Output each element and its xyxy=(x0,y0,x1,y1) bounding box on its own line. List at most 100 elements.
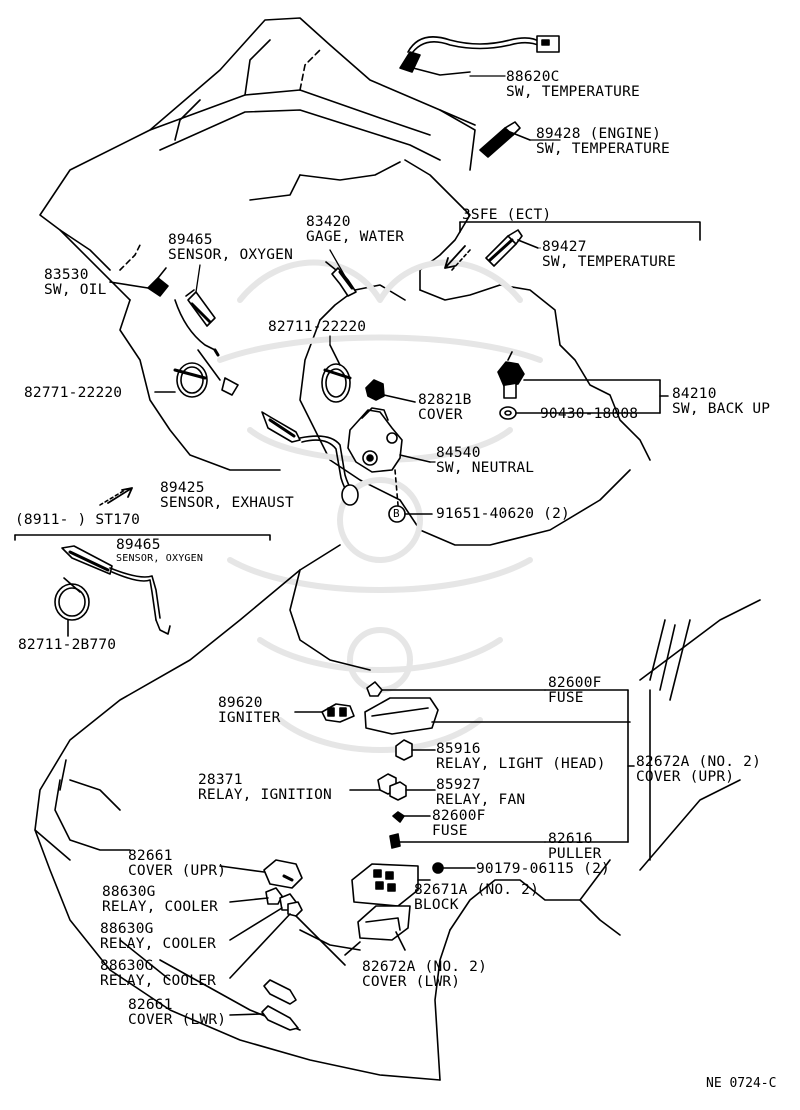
label-90179: 90179-06115 (2) xyxy=(476,862,610,877)
exhaust-sensor-89425-icon xyxy=(261,411,359,506)
bolt-91651-icon xyxy=(388,505,433,523)
label-89465-lower: 89465 SENSOR, OXYGEN xyxy=(116,537,203,565)
label-82711-22220: 82711-22220 xyxy=(268,320,366,335)
part-name: SW, TEMPERATURE xyxy=(506,84,640,100)
part-number: 82600F xyxy=(432,808,486,824)
part-number: 82672A (NO. 2) xyxy=(636,754,762,770)
watermark-ornament xyxy=(217,259,543,753)
part-name: SW, TEMPERATURE xyxy=(542,254,676,270)
temperature-switch-89428-icon xyxy=(479,121,531,158)
label-82671a: 82671A (NO. 2) BLOCK xyxy=(414,883,539,913)
label-82821b: 82821B COVER xyxy=(418,393,472,423)
label-85927: 85927 RELAY, FAN xyxy=(436,778,525,808)
part-number: 82672A (NO. 2) xyxy=(362,959,488,975)
oxygen-sensor-89465-upper-icon xyxy=(174,289,220,357)
part-name: IGNITER xyxy=(218,710,281,726)
igniter-89620-icon xyxy=(294,703,355,723)
label-83530: 83530 SW, OIL xyxy=(44,268,107,298)
part-name: SW, TEMPERATURE xyxy=(536,141,670,157)
part-number: 82600F xyxy=(548,675,602,691)
label-82600f-upper: 82600F FUSE xyxy=(548,676,602,706)
part-number: 88620C xyxy=(506,69,560,85)
label-88630g-b: 88630G RELAY, COOLER xyxy=(100,922,216,952)
label-82771-22220: 82771-22220 xyxy=(24,386,122,401)
part-number: 82661 xyxy=(128,997,173,1013)
part-name: FUSE xyxy=(432,823,468,839)
cover-82821b-icon xyxy=(365,379,416,403)
relay-88630g-icons xyxy=(229,887,346,979)
relay-85927-icon xyxy=(389,781,436,801)
part-number: 28371 xyxy=(198,772,243,788)
part-number: 89465 xyxy=(116,537,161,553)
part-number: 88630G xyxy=(100,921,154,937)
label-82672a-lwr: 82672A (NO. 2) COVER (LWR) xyxy=(362,960,487,990)
part-name: GAGE, WATER xyxy=(306,229,405,245)
label-91651: 91651-40620 (2) xyxy=(436,507,570,522)
clamp-82771-icon xyxy=(154,349,239,398)
group-bracket-st170 xyxy=(14,487,271,541)
part-number: 84210 xyxy=(672,386,717,402)
label-88630g-a: 88630G RELAY, COOLER xyxy=(102,885,218,915)
part-name: SW, OIL xyxy=(44,282,107,298)
nut-90179-icon xyxy=(432,862,476,874)
part-name: COVER (LWR) xyxy=(128,1012,227,1028)
part-name: COVER xyxy=(418,407,463,423)
part-number: 90179-06115 (2) xyxy=(476,861,610,877)
cover-82672a-upper-icon xyxy=(364,697,631,735)
part-number: 84540 xyxy=(436,445,481,461)
part-number: 82616 xyxy=(548,831,593,847)
part-number: 83530 xyxy=(44,267,89,283)
label-st170: (8911- ) ST170 xyxy=(15,513,140,528)
part-number: 89620 xyxy=(218,695,263,711)
part-name: SW, BACK UP xyxy=(672,401,771,417)
group-bracket-fusebox xyxy=(544,689,635,843)
part-number: 82771-22220 xyxy=(24,385,123,401)
leader-lines xyxy=(195,75,561,463)
part-name: RELAY, FAN xyxy=(436,792,526,808)
part-number: 89427 xyxy=(542,239,587,255)
part-name: PULLER xyxy=(548,846,602,862)
part-number: 89428 (ENGINE) xyxy=(536,126,662,142)
bolt-letter: B xyxy=(393,507,400,520)
part-name: SW, NEUTRAL xyxy=(436,460,535,476)
label-82661-upr: 82661 COVER (UPR) xyxy=(128,849,226,879)
group-title: 3SFE (ECT) xyxy=(462,207,552,223)
label-82600f-lower: 82600F FUSE xyxy=(432,809,486,839)
part-number: 82711-22220 xyxy=(268,319,367,335)
part-name: COVER (LWR) xyxy=(362,974,461,990)
part-name: FUSE xyxy=(548,690,584,706)
part-number: 89425 xyxy=(160,480,205,496)
label-82711-2b770: 82711-2B770 xyxy=(18,638,116,653)
part-name: RELAY, IGNITION xyxy=(198,787,332,803)
part-name: BLOCK xyxy=(414,897,459,913)
part-name: COVER (UPR) xyxy=(128,863,227,879)
part-name: RELAY, COOLER xyxy=(102,899,219,915)
part-number: 85927 xyxy=(436,777,481,793)
part-number: 85916 xyxy=(436,741,481,757)
oxygen-sensor-89465-lower-icon xyxy=(61,545,171,635)
part-number: 88630G xyxy=(100,958,154,974)
vehicle-body-outline xyxy=(34,544,761,1081)
label-82661-lwr: 82661 COVER (LWR) xyxy=(128,998,226,1028)
cover-82661-upper-icon xyxy=(219,859,303,889)
group-bracket-3sfe xyxy=(444,221,701,271)
label-89428: 89428 (ENGINE) SW, TEMPERATURE xyxy=(536,127,670,157)
group-title: (8911- ) ST170 xyxy=(15,512,141,528)
part-number: 90430-18008 xyxy=(540,406,639,422)
label-84210: 84210 SW, BACK UP xyxy=(672,387,770,417)
washer-90430-icon xyxy=(499,406,661,420)
temperature-switch-88620c-icon xyxy=(399,35,560,76)
label-84540: 84540 SW, NEUTRAL xyxy=(436,446,534,476)
label-28371: 28371 RELAY, IGNITION xyxy=(198,773,332,803)
clamp-82711-22220-icon xyxy=(321,344,352,403)
oil-switch-83530-icon xyxy=(109,244,169,297)
fuse-82600f-lower-icon xyxy=(392,811,431,823)
cover-82661-lower-icon xyxy=(229,979,299,1031)
label-88630g-c: 88630G RELAY, COOLER xyxy=(100,959,216,989)
label-82672a-upr: 82672A (NO. 2) COVER (UPR) xyxy=(636,755,761,785)
label-88620c: 88620C SW, TEMPERATURE xyxy=(506,70,640,100)
part-name: RELAY, COOLER xyxy=(100,973,217,989)
label-89425: 89425 SENSOR, EXHAUST xyxy=(160,481,294,511)
